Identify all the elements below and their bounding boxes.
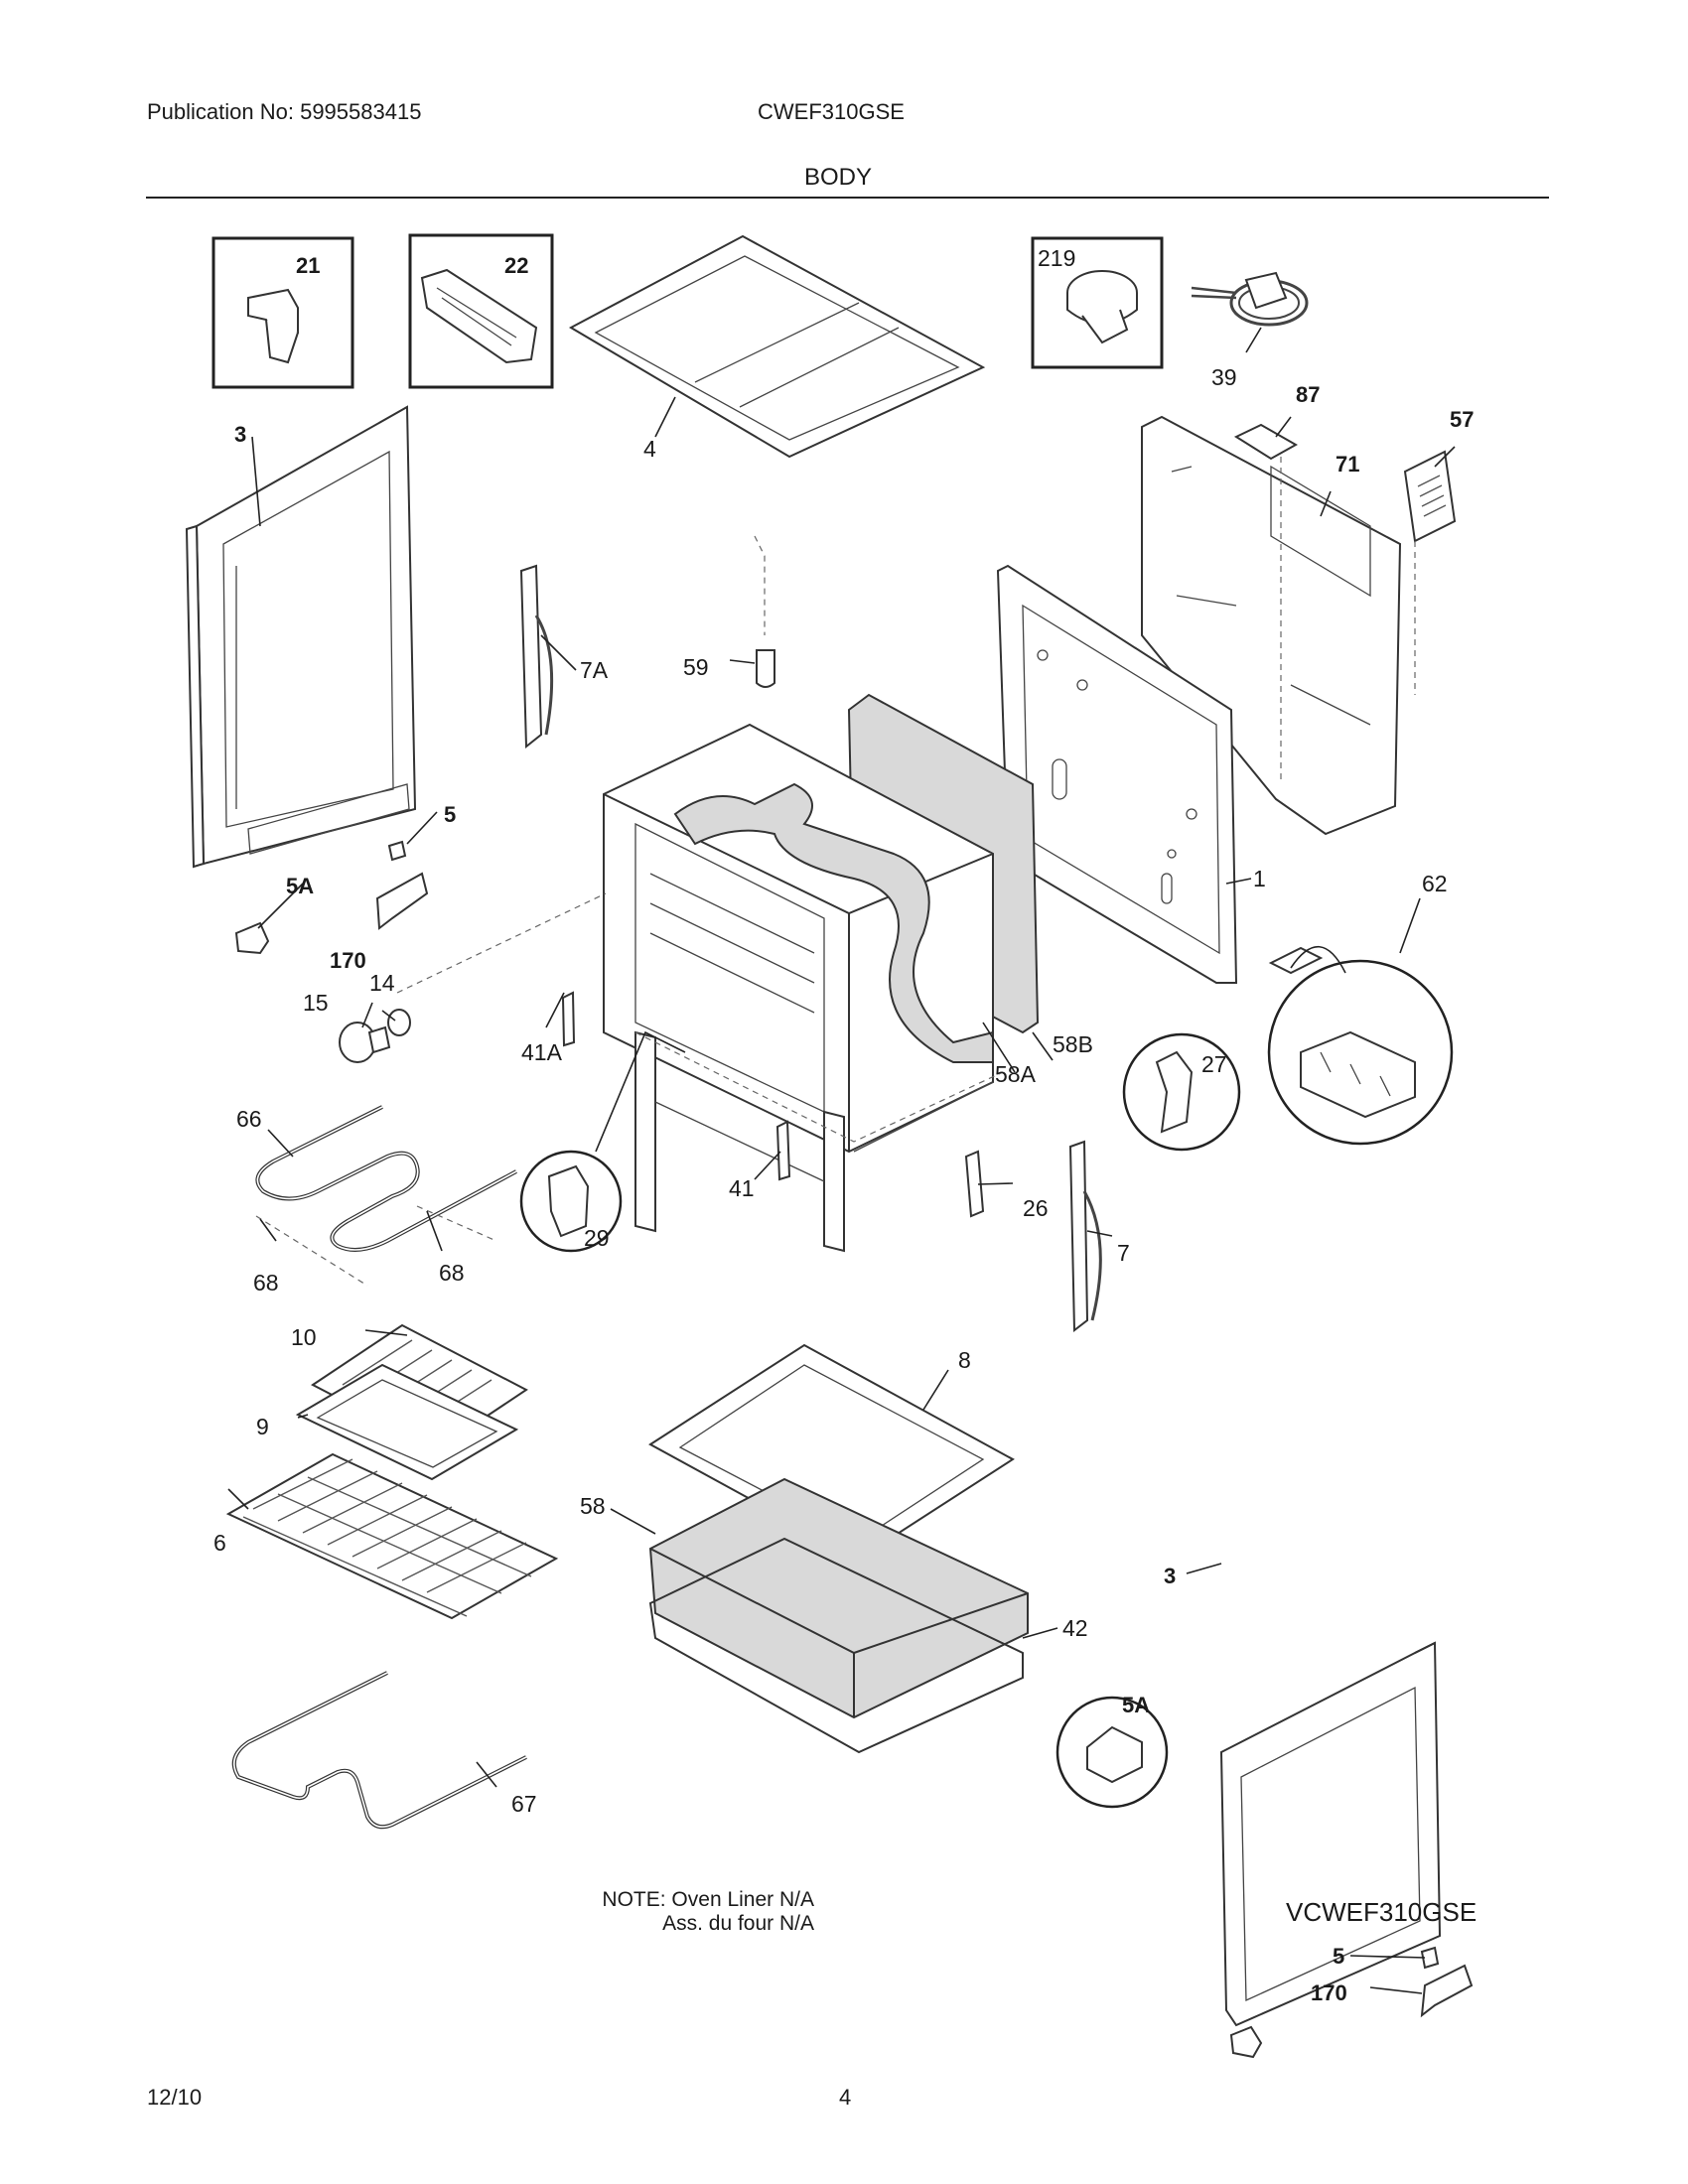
callout-9: 9: [256, 1414, 269, 1439]
callout-170-right: 170: [1311, 1980, 1347, 2005]
header-rule: [146, 197, 1549, 199]
bracket-part-26: [964, 1150, 985, 1218]
callout-29: 29: [584, 1225, 610, 1251]
callout-5a-right: 5A: [1122, 1693, 1150, 1717]
callout-170-left: 170: [330, 948, 366, 973]
callout-58: 58: [580, 1493, 606, 1519]
footer-date: 12/10: [147, 2085, 203, 2110]
callout-42: 42: [1062, 1615, 1088, 1641]
callout-5-right: 5: [1333, 1944, 1344, 1969]
shield-part-87: [1233, 423, 1299, 461]
bake-element-part-67: [231, 1671, 527, 1830]
bracket-part-170-right: [1420, 1964, 1474, 2018]
leader-lines: [227, 327, 1456, 1994]
callout-10: 10: [291, 1324, 317, 1350]
oven-rack-part-6: [225, 1452, 559, 1620]
hinge-part-7: [1068, 1140, 1102, 1332]
rear-guide-lines: [1280, 457, 1416, 784]
callout-6: 6: [213, 1530, 226, 1556]
callout-62: 62: [1422, 871, 1448, 896]
oven-body-frame: [396, 723, 1004, 1253]
callout-41: 41: [729, 1175, 755, 1201]
bracket-part-170-left: [375, 872, 429, 930]
callout-5-left: 5: [444, 802, 456, 827]
bubble-bracket-29: [519, 1030, 686, 1253]
publication-number: Publication No: 5995583415: [147, 99, 422, 124]
wire-harness-part: [1191, 271, 1309, 327]
broiler-pan-part-9: [295, 1363, 519, 1481]
footer-page-number: 4: [839, 2085, 852, 2110]
callout-21: 21: [296, 253, 320, 278]
callout-5a-left: 5A: [286, 874, 314, 898]
callout-8: 8: [958, 1347, 971, 1373]
note-line-2: Ass. du four N/A: [662, 1912, 814, 1935]
callout-59: 59: [683, 654, 709, 680]
bracket-part-41: [775, 1120, 791, 1181]
callout-41a: 41A: [521, 1039, 563, 1065]
callout-68-right: 68: [439, 1260, 465, 1286]
leveler-part-5-right: [1420, 1946, 1440, 1970]
left-side-panel-part: [185, 405, 417, 869]
callout-7: 7: [1117, 1240, 1130, 1266]
callout-87: 87: [1296, 382, 1320, 407]
bottom-panel-part-42: [648, 1537, 1024, 1754]
callout-39: 39: [1211, 364, 1237, 390]
bumper-guide-line: [754, 535, 766, 635]
heat-shield-68b: [416, 1205, 497, 1242]
callout-1: 1: [1253, 866, 1266, 891]
callout-14: 14: [369, 970, 395, 996]
bubble-terminal-block-62: [1267, 945, 1454, 1146]
callout-3-left: 3: [234, 422, 246, 447]
callout-219: 219: [1038, 245, 1075, 271]
rear-panel-part-71: [1141, 415, 1402, 836]
callout-58b: 58B: [1053, 1031, 1093, 1057]
callout-57: 57: [1450, 407, 1474, 432]
louver-part-57: [1403, 450, 1457, 543]
model-number: CWEF310GSE: [758, 99, 905, 124]
callout-3-right: 3: [1164, 1564, 1176, 1588]
bubble-leg-5a-right: [1055, 1696, 1169, 1809]
top-panel-part: [568, 234, 986, 459]
callout-71: 71: [1336, 452, 1359, 477]
heat-shield-68a: [255, 1215, 368, 1287]
callout-7a: 7A: [580, 657, 609, 683]
right-side-panel-part: [1219, 1641, 1442, 2027]
inset-part-21: [211, 236, 354, 389]
bulb-part-15: [339, 1022, 391, 1063]
bracket-part-41a: [561, 991, 576, 1047]
leg-part-5a-left: [234, 921, 270, 955]
callout-27: 27: [1201, 1051, 1227, 1077]
broil-element-part-66: [255, 1105, 517, 1252]
callout-22: 22: [504, 253, 528, 278]
inset-part-22: [408, 233, 554, 389]
callout-66: 66: [236, 1106, 262, 1132]
section-title: BODY: [804, 164, 873, 191]
callout-67: 67: [511, 1791, 537, 1817]
insulation-part-58: [648, 1477, 1029, 1719]
callout-68-left: 68: [253, 1270, 279, 1296]
bumper-part-59: [756, 649, 775, 688]
figure-id: VCWEF310GSE: [1286, 1897, 1477, 1927]
socket-part-14: [387, 1009, 411, 1036]
inset-part-219: [1031, 236, 1164, 369]
callout-58a: 58A: [995, 1061, 1037, 1087]
leg-part-5a-right: [1229, 2025, 1263, 2059]
bubble-clip-27: [1122, 1032, 1241, 1152]
note-line-1: NOTE: Oven Liner N/A: [602, 1888, 814, 1911]
hinge-part-7a: [519, 564, 554, 750]
leveler-part-5-left: [387, 840, 407, 862]
callout-26: 26: [1023, 1195, 1049, 1221]
note-text: NOTE: Oven Liner N/A Ass. du four N/A: [556, 1888, 814, 1936]
callout-15: 15: [303, 990, 329, 1016]
callout-4: 4: [643, 436, 656, 462]
